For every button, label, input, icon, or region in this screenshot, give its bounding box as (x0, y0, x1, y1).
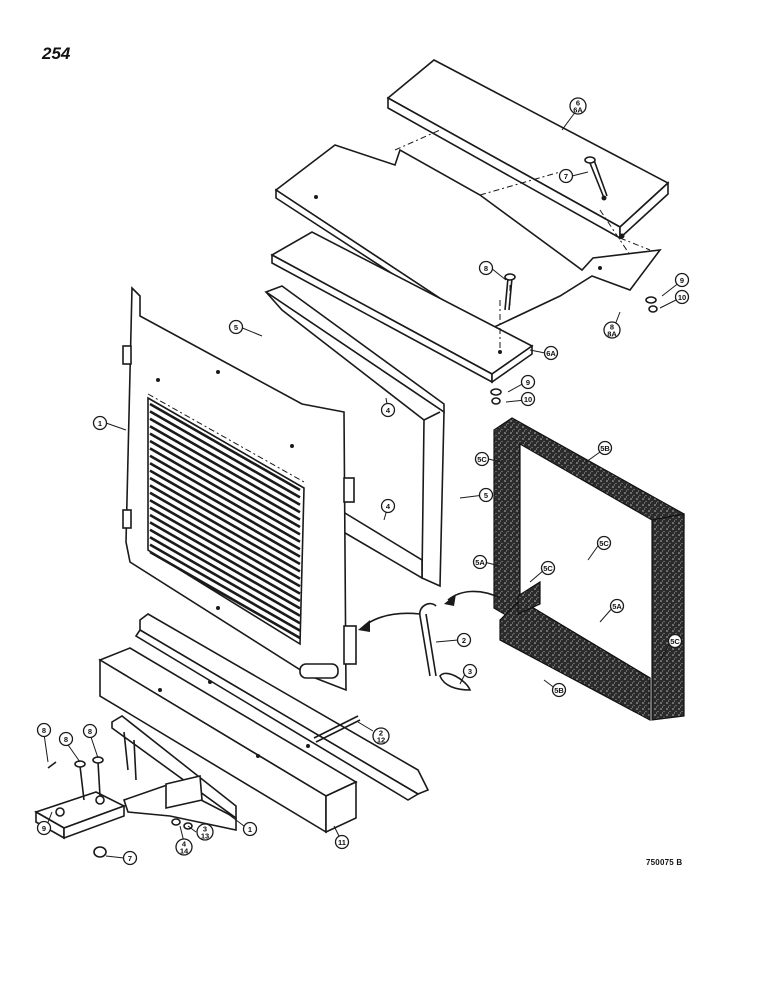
callout-label: 7 (128, 854, 132, 863)
callout-c-8-8a: 88A (603, 321, 621, 339)
callout-c-1-grille: 1 (92, 415, 108, 431)
callout-label: 4 (386, 406, 391, 415)
callout-c-1-bracket: 1 (242, 821, 258, 837)
callout-c-9-right: 9 (674, 272, 690, 288)
callout-c-5-top: 5 (228, 319, 244, 335)
callout-label: 2 (462, 636, 466, 645)
callout-label: 12 (377, 735, 385, 744)
callout-label: 8 (88, 727, 92, 736)
grille-panel (122, 286, 357, 692)
callout-label: 6A (573, 105, 583, 114)
callout-label: 11 (338, 838, 346, 847)
callout-c-4-14: 414 (175, 838, 193, 856)
callout-label: 14 (180, 846, 189, 855)
callout-c-10-lower: 10 (520, 391, 536, 407)
callout-label: 4 (386, 502, 391, 511)
callout-label: 5C (670, 637, 680, 646)
drawing-number: 750075 B (646, 858, 683, 867)
callout-label: 3 (203, 824, 207, 833)
callout-c-9-lower: 9 (520, 374, 536, 390)
callout-c-5c-c: 5C (596, 535, 612, 551)
callout-label: 5B (554, 686, 564, 695)
bolt-8 (504, 273, 516, 311)
callout-label: 5A (612, 602, 622, 611)
callout-c-5-right: 5 (478, 487, 494, 503)
callout-label: 1 (98, 419, 102, 428)
callout-label: 5C (543, 564, 553, 573)
rod-2 (419, 602, 437, 677)
bracket-1 (111, 715, 260, 831)
callout-label: 4 (182, 839, 187, 848)
callout-label: 9 (42, 824, 46, 833)
callout-c-2-12: 212 (372, 727, 390, 745)
callout-c-8-b: 8 (58, 731, 74, 747)
callout-c-8-mid: 8 (478, 260, 494, 276)
callout-c-5c-a: 5C (474, 451, 490, 467)
callout-label: 10 (524, 395, 532, 404)
lower-pad (270, 231, 534, 384)
callout-label: 9 (526, 378, 530, 387)
callout-label: 8A (607, 329, 617, 338)
callout-c-5b-bottom: 5B (551, 682, 567, 698)
callout-c-4-upper: 4 (380, 402, 396, 418)
callout-label: 7 (564, 172, 568, 181)
callout-c-3-13: 313 (196, 823, 214, 841)
page-number: 254 (42, 44, 71, 63)
foam-seal-frame (493, 417, 685, 721)
pin-3 (439, 672, 472, 691)
callout-c-5c-b: 5C (540, 560, 556, 576)
callout-c-7-top: 7 (558, 168, 574, 184)
callout-label: 6A (546, 349, 556, 358)
callout-c-6-6a-top: 66A (569, 97, 587, 115)
callout-c-6a-lower: 6A (543, 345, 559, 361)
callout-label: 13 (201, 831, 209, 840)
callout-c-5b-top: 5B (597, 440, 613, 456)
callout-label: 3 (468, 667, 472, 676)
callout-c-9-bracket: 9 (36, 820, 52, 836)
callout-label: 5 (234, 323, 238, 332)
callout-layer: 1544566A7891088A6A9105C5B5A5C5C5A5C5B232… (36, 97, 690, 866)
callout-label: 5A (475, 558, 485, 567)
callout-label: 5C (599, 539, 609, 548)
callout-label: 9 (680, 276, 684, 285)
callout-label: 1 (248, 825, 252, 834)
callout-c-7-nut: 7 (122, 850, 138, 866)
callout-c-8-a: 8 (36, 722, 52, 738)
callout-c-5a-right: 5A (609, 598, 625, 614)
callout-c-5c-d: 5C (667, 633, 683, 649)
washers-nuts (490, 296, 658, 405)
callout-label: 8 (64, 735, 68, 744)
callout-label: 5C (477, 455, 487, 464)
callout-c-4-lower: 4 (380, 498, 396, 514)
callout-c-8-c: 8 (82, 723, 98, 739)
callout-label: 6 (576, 98, 580, 107)
callout-label: 8 (610, 322, 614, 331)
callout-label: 8 (484, 264, 488, 273)
angle-strip (134, 613, 430, 801)
callout-label: 5B (600, 444, 610, 453)
callout-c-10-right: 10 (674, 289, 690, 305)
callout-label: 5 (484, 491, 488, 500)
callout-c-5a-left: 5A (472, 554, 488, 570)
callout-c-11-bar: 11 (334, 834, 350, 850)
callout-label: 2 (379, 728, 383, 737)
callout-label: 10 (678, 293, 686, 302)
bolt-7 (584, 156, 608, 199)
callout-label: 8 (42, 726, 46, 735)
callout-c-3-pin: 3 (462, 663, 478, 679)
callout-c-2-rod: 2 (456, 632, 472, 648)
bar-11 (98, 647, 358, 834)
